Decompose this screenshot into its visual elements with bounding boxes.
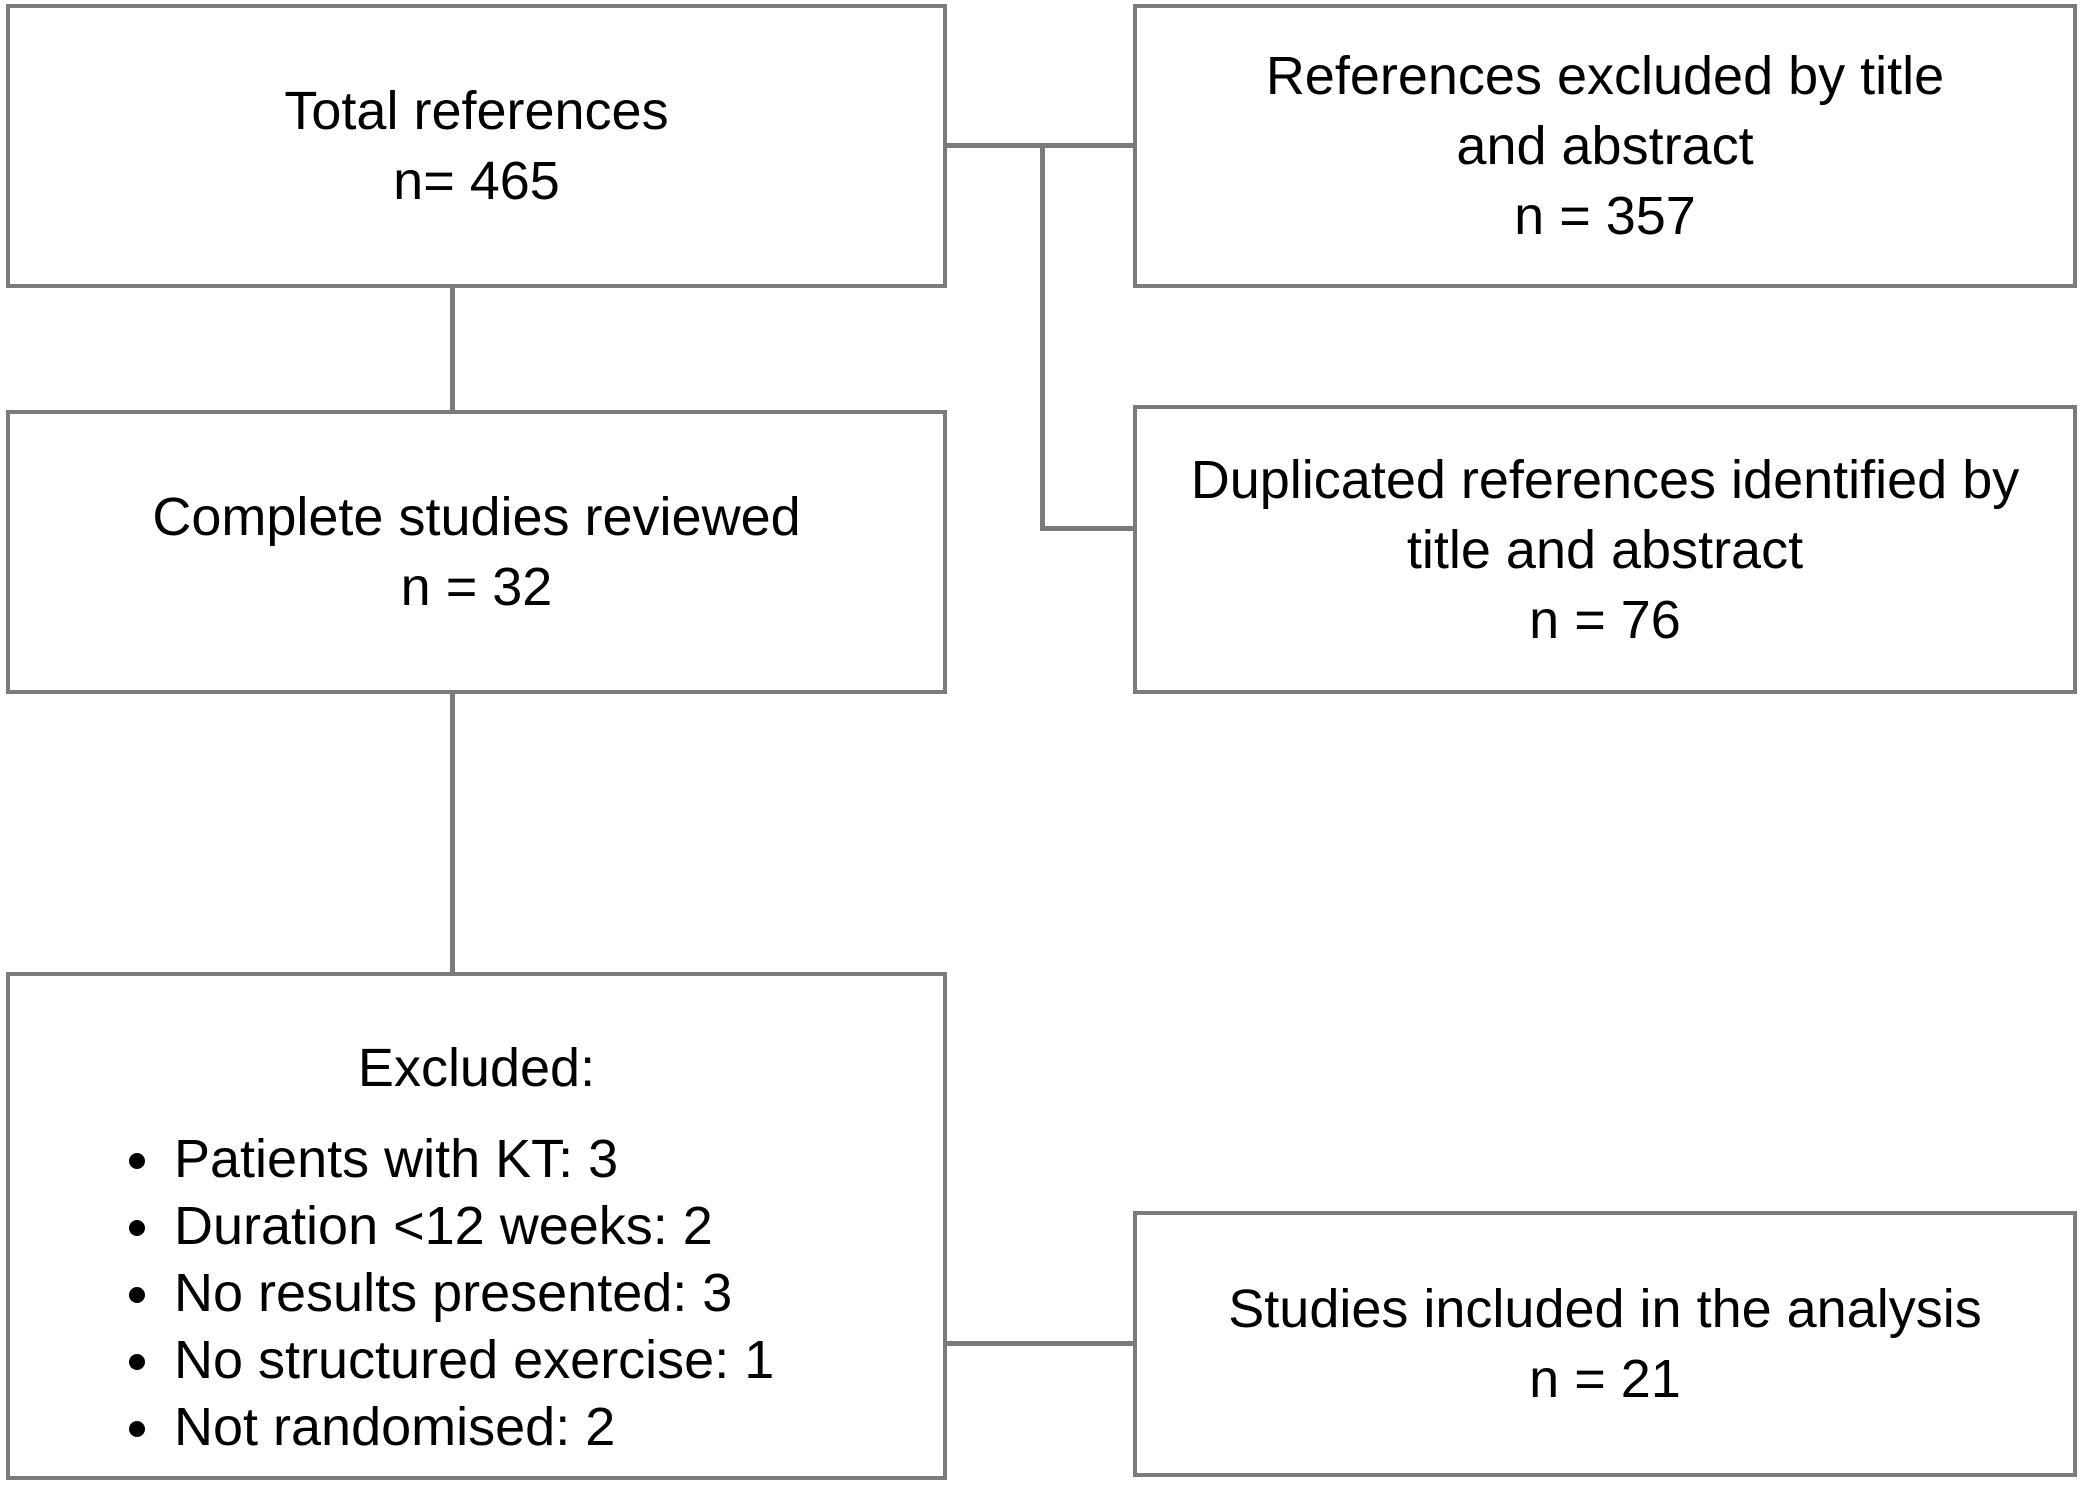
box-excluded: Excluded: Patients with KT: 3 Duration <… <box>6 972 947 1480</box>
box-duplicated-references-count: n = 76 <box>1529 589 1681 650</box>
excluded-reason-item: Duration <12 weeks: 2 <box>168 1193 943 1260</box>
box-references-excluded-label-line1: References excluded by title <box>1265 46 1945 106</box>
box-references-excluded: References excluded by title and abstrac… <box>1133 4 2077 288</box>
box-total-references-label: Total references <box>284 81 669 141</box>
box-studies-included-count: n = 21 <box>1529 1349 1681 1409</box>
connector-excluded-to-included <box>947 1341 1133 1346</box>
excluded-reason-item: No structured exercise: 1 <box>168 1327 943 1394</box>
excluded-reason-item: Patients with KT: 3 <box>168 1126 943 1193</box>
excluded-reason-item: Not randomised: 2 <box>168 1394 943 1461</box>
box-complete-studies: Complete studies reviewed n = 32 <box>6 410 947 694</box>
box-duplicated-references: Duplicated references identified by titl… <box>1133 405 2077 694</box>
box-duplicated-references-label-line2: title and abstract <box>1406 519 1804 580</box>
excluded-reason-item: No results presented: 3 <box>168 1260 943 1327</box>
box-complete-studies-count: n = 32 <box>400 557 553 617</box>
box-studies-included: Studies included in the analysis n = 21 <box>1133 1211 2077 1477</box>
connector-branch-vertical <box>1040 143 1045 531</box>
excluded-reasons-list: Patients with KT: 3 Duration <12 weeks: … <box>10 1126 943 1461</box>
box-total-references-count: n= 465 <box>393 151 560 211</box>
box-references-excluded-count: n = 357 <box>1514 186 1696 246</box>
box-studies-included-label: Studies included in the analysis <box>1228 1279 1982 1339</box>
box-references-excluded-label-line2: and abstract <box>1456 116 1754 176</box>
box-duplicated-references-label-line1: Duplicated references identified by <box>1190 449 2020 510</box>
connector-total-to-complete <box>450 288 455 410</box>
box-complete-studies-label: Complete studies reviewed <box>152 487 801 547</box>
connector-complete-to-excluded <box>450 694 455 972</box>
box-total-references: Total references n= 465 <box>6 4 947 288</box>
box-excluded-heading: Excluded: <box>357 1038 596 1098</box>
connector-branch-to-duplicated <box>1040 526 1133 531</box>
